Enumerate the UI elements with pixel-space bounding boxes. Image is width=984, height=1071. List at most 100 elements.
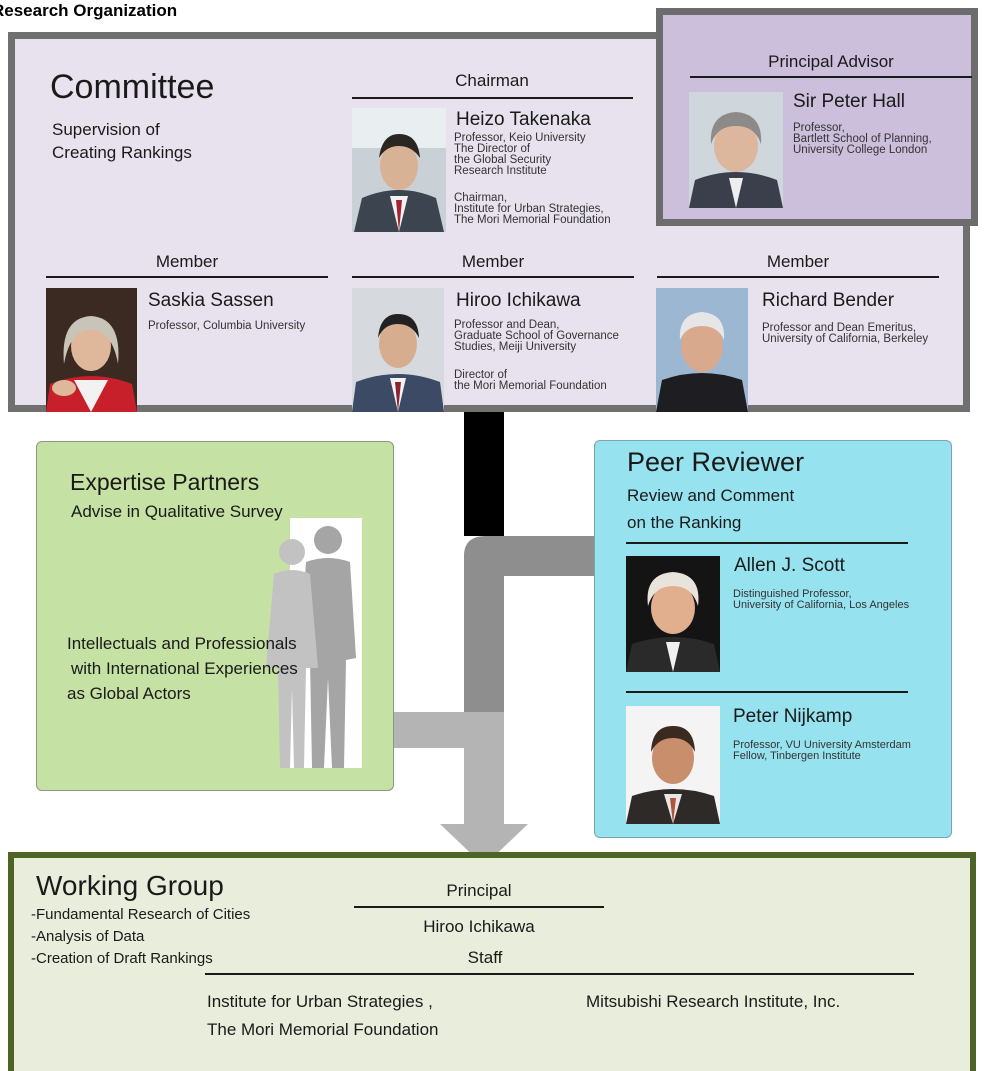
working-group-box	[8, 852, 976, 1071]
detail-line: Chairman,	[454, 192, 508, 204]
member-photo	[656, 288, 748, 412]
arrow-head	[440, 824, 528, 866]
advisor-role: Principal Advisor	[768, 52, 894, 71]
committee-connector	[464, 408, 504, 536]
committee-subtitle-line: Creating Rankings	[52, 143, 192, 162]
reviewer-name: Peter Nijkamp	[733, 706, 853, 727]
member-details: Professor and Dean, Graduate School of G…	[454, 319, 654, 392]
staff-label: Staff	[467, 948, 503, 967]
expertise-title: Expertise Partners	[70, 469, 260, 495]
page-title-text: Research Organization	[0, 1, 178, 20]
arrow-shaft	[464, 748, 504, 824]
member-name: Saskia Sassen	[148, 290, 274, 311]
expertise-connector	[392, 712, 504, 748]
portrait-icon	[656, 288, 748, 412]
task-item: -Analysis of Data	[31, 928, 145, 945]
task-item: -Creation of Draft Rankings	[31, 950, 213, 967]
description-line: as Global Actors	[67, 684, 191, 703]
advisor-rule	[690, 76, 972, 78]
detail-line: Professor, Columbia University	[148, 320, 306, 332]
description-line: Intellectuals and Professionals	[67, 634, 297, 653]
page-title: Research Organization	[0, 1, 177, 21]
detail-line: University College London	[793, 144, 928, 156]
detail-line: Director of	[454, 369, 508, 381]
committee-subtitle: Supervision of Creating Rankings	[52, 118, 192, 164]
detail-line: Professor and Dean,	[454, 319, 560, 331]
member-details: Professor and Dean Emeritus, University …	[762, 322, 972, 345]
task-item: -Fundamental Research of Cities	[31, 906, 251, 923]
detail-line: the Mori Memorial Foundation	[454, 380, 607, 392]
detail-line: Fellow, Tinbergen Institute	[733, 750, 861, 762]
detail-line: Professor, VU University Amsterdam	[733, 739, 911, 751]
principal-label: Principal	[446, 881, 512, 900]
staff-org-line: Institute for Urban Strategies ,	[207, 992, 433, 1011]
detail-line: Professor and Dean Emeritus,	[762, 322, 917, 334]
portrait-icon	[352, 108, 446, 232]
committee-subtitle-line: Supervision of	[52, 120, 160, 139]
detail-line: The Director of	[454, 143, 531, 155]
silhouette-figures	[262, 518, 362, 768]
portrait-icon	[352, 288, 444, 412]
working-group-tasks: -Fundamental Research of Cities -Analysi…	[31, 904, 250, 970]
committee-title: Committee	[50, 68, 215, 106]
reviewer-details: Distinguished Professor, University of C…	[733, 589, 948, 611]
member-rule	[352, 276, 634, 278]
reviewer-photo	[626, 706, 720, 824]
member-name: Hiroo Ichikawa	[456, 290, 581, 311]
reviewer-photo	[626, 556, 720, 672]
peer-rule	[626, 691, 908, 693]
detail-line: the Global Security	[454, 154, 552, 166]
description-line: with International Experiences	[71, 659, 298, 678]
portrait-icon	[626, 556, 720, 672]
detail-line: Graduate School of Governance	[454, 330, 619, 342]
member-rule	[46, 276, 328, 278]
member-role: Member	[766, 252, 830, 271]
chairman-role: Chairman	[455, 71, 529, 90]
member-rule	[657, 276, 939, 278]
member-role: Member	[461, 252, 525, 271]
member-photo	[46, 288, 137, 412]
portrait-icon	[46, 288, 137, 412]
advisor-photo	[689, 92, 783, 208]
peer-subtitle: Review and Comment on the Ranking	[627, 482, 794, 536]
portrait-icon	[626, 706, 720, 824]
peer-subtitle-line: Review and Comment	[627, 486, 795, 505]
peer-subtitle-line: on the Ranking	[627, 513, 742, 532]
chairman-photo	[352, 108, 446, 232]
reviewer-details: Professor, VU University Amsterdam Fello…	[733, 740, 953, 762]
chairman-details: Professor, Keio University The Director …	[454, 132, 654, 226]
expertise-description: Intellectuals and Professionals with Int…	[67, 631, 298, 706]
detail-spacer	[454, 353, 654, 370]
detail-line: University of California, Berkeley	[762, 333, 929, 345]
detail-line: Institute for Urban Strategies,	[454, 203, 604, 215]
detail-line: The Mori Memorial Foundation	[454, 214, 611, 226]
detail-line: Bartlett School of Planning,	[793, 133, 932, 145]
detail-line: Studies, Meiji University	[454, 341, 577, 353]
principal-name: Hiroo Ichikawa	[423, 917, 535, 936]
detail-line: Professor, Keio University	[454, 132, 586, 144]
principal-rule	[354, 906, 604, 908]
member-photo	[352, 288, 444, 412]
member-role: Member	[155, 252, 219, 271]
detail-line: University of California, Los Angeles	[733, 599, 910, 611]
people-silhouette-icon	[266, 518, 362, 768]
peer-title: Peer Reviewer	[627, 447, 805, 477]
advisor-details: Professor, Bartlett School of Planning, …	[793, 122, 973, 156]
member-name: Richard Bender	[762, 290, 895, 311]
working-group-title: Working Group	[36, 870, 224, 901]
detail-line: Professor,	[793, 122, 845, 134]
chairman-rule	[352, 97, 633, 99]
staff-org-1: Institute for Urban Strategies , The Mor…	[207, 988, 438, 1044]
member-details: Professor, Columbia University	[148, 320, 348, 332]
expertise-subtitle: Advise in Qualitative Survey	[71, 502, 283, 521]
peer-rule	[626, 542, 908, 544]
advisor-name: Sir Peter Hall	[793, 91, 905, 112]
detail-spacer	[454, 177, 654, 193]
chairman-name: Heizo Takenaka	[456, 109, 591, 130]
staff-org-line: The Mori Memorial Foundation	[207, 1020, 439, 1039]
reviewer-name: Allen J. Scott	[734, 555, 845, 576]
detail-line: Research Institute	[454, 165, 547, 177]
staff-org-2: Mitsubishi Research Institute, Inc.	[586, 992, 841, 1011]
staff-rule	[205, 973, 914, 975]
